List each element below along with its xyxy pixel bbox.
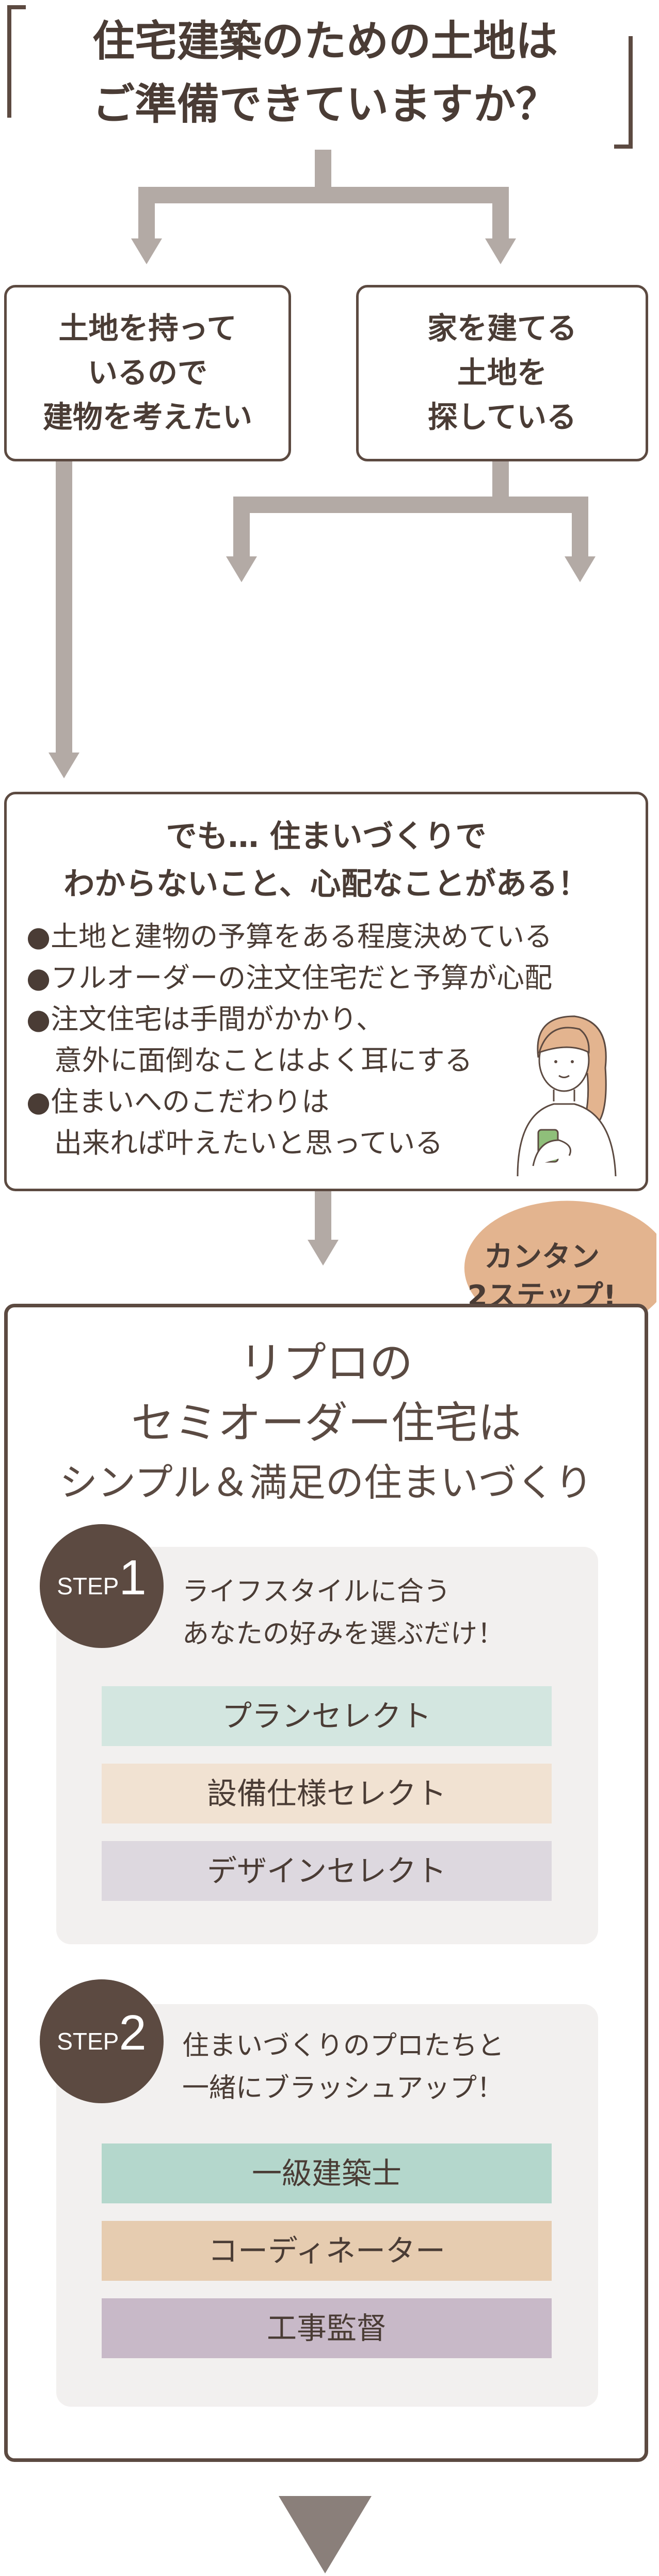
step2-badge: STEP2 xyxy=(40,1979,164,2103)
page-title: 住宅建築のための土地は ご準備できていますか？ xyxy=(21,10,630,136)
right-split-left xyxy=(233,497,250,557)
concern-down-line xyxy=(315,1191,331,1241)
step2-label: STEP xyxy=(57,2028,119,2055)
concern-item: ●住まいへのこだわりは xyxy=(26,1085,330,1118)
speech-bubble-line1: カンタン xyxy=(484,1240,600,1274)
step2-description-line2: 一緒にブラッシュアップ！ xyxy=(182,2073,504,2104)
step1-description-line2: あなたの好みを選ぶだけ！ xyxy=(182,1619,505,1650)
right-split-right xyxy=(572,497,588,557)
right-split-bar xyxy=(233,497,588,513)
concern-item: ●土地と建物の予算をある程度決めている xyxy=(26,920,553,953)
woman-smartphone-illustration xyxy=(517,1015,617,1176)
split-connector-bar xyxy=(138,187,509,203)
arrow-down-icon xyxy=(49,753,79,778)
concern-item: ●注文住宅は手間がかかり、 xyxy=(26,1003,384,1035)
solution-title: リプロの セミオーダー住宅は シンプル＆満足の住まいづくり xyxy=(8,1333,645,1513)
choice-find-land-line3: 探している xyxy=(427,399,577,435)
arrow-down-icon xyxy=(565,556,596,582)
step2-number: 2 xyxy=(119,2005,147,2060)
concern-item-cont: 出来れば叶えたいと思っている xyxy=(54,1127,443,1159)
arrow-down-icon xyxy=(226,556,257,582)
solution-title-line1: リプロの xyxy=(239,1338,413,1388)
step1-description-line1: ライフスタイルに合う xyxy=(182,1576,451,1607)
architect-option[interactable]: 一級建築士 xyxy=(102,2143,552,2203)
step2-description: 住まいづくりのプロたちと 一緒にブラッシュアップ！ xyxy=(182,2025,504,2109)
step1-label: STEP xyxy=(57,1573,119,1599)
step1-description: ライフスタイルに合う あなたの好みを選ぶだけ！ xyxy=(182,1571,504,1655)
plan-select-option[interactable]: プランセレクト xyxy=(102,1686,552,1746)
design-select-option[interactable]: デザインセレクト xyxy=(102,1841,552,1901)
equipment-select-option[interactable]: 設備仕様セレクト xyxy=(102,1764,552,1823)
choice-own-land-line1: 土地を持って xyxy=(58,311,237,346)
choice-find-land[interactable]: 家を建てる 土地を 探している xyxy=(356,285,648,461)
arrow-down-icon xyxy=(308,1240,339,1266)
choice-find-land-line1: 家を建てる xyxy=(427,311,577,346)
solution-title-line2: セミオーダー住宅は xyxy=(131,1398,521,1448)
concern-title-line2: わからないこと、心配なことがある！ xyxy=(63,866,589,902)
choice-own-land-line2: いるので xyxy=(87,355,207,390)
coordinator-option[interactable]: コーディネーター xyxy=(102,2221,552,2281)
choice-own-land-line3: 建物を考えたい xyxy=(42,399,252,435)
arrow-down-icon xyxy=(131,238,162,264)
concern-box: でも… 住まいづくりで わからないこと、心配なことがある！ ●土地と建物の予算を… xyxy=(4,792,648,1191)
choice-find-land-line2: 土地を xyxy=(457,355,547,390)
concern-list: ●土地と建物の予算をある程度決めている ●フルオーダーの注文住宅だと予算が心配 … xyxy=(26,916,625,1164)
step2-description-line1: 住まいづくりのプロたちと xyxy=(182,2030,505,2061)
step1-number: 1 xyxy=(119,1550,147,1605)
site-supervisor-option[interactable]: 工事監督 xyxy=(102,2298,552,2358)
left-flow-line xyxy=(56,461,72,754)
split-connector-left xyxy=(138,187,155,238)
heading-bracket-left xyxy=(7,5,26,118)
choice-own-land[interactable]: 土地を持って いるので 建物を考えたい xyxy=(4,285,291,461)
step1-badge: STEP1 xyxy=(40,1524,164,1648)
concern-item: ●フルオーダーの注文住宅だと予算が心配 xyxy=(26,962,553,994)
concern-title: でも… 住まいづくりで わからないこと、心配なことがある！ xyxy=(7,813,646,908)
page-title-line2: ご準備できていますか？ xyxy=(92,80,558,129)
solution-box: リプロの セミオーダー住宅は シンプル＆満足の住まいづくり STEP1 ライフス… xyxy=(4,1304,648,2462)
arrow-down-icon xyxy=(485,238,516,264)
heading-bracket-right xyxy=(614,36,633,149)
page-title-line1: 住宅建築のための土地は xyxy=(92,17,558,66)
arrow-down-icon xyxy=(279,2496,372,2573)
concern-item-cont: 意外に面倒なことはよく耳にする xyxy=(54,1044,473,1077)
split-connector-right xyxy=(492,187,509,238)
concern-title-line1: でも… 住まいづくりで xyxy=(166,819,487,855)
solution-title-line3: シンプル＆満足の住まいづくり xyxy=(59,1461,593,1505)
